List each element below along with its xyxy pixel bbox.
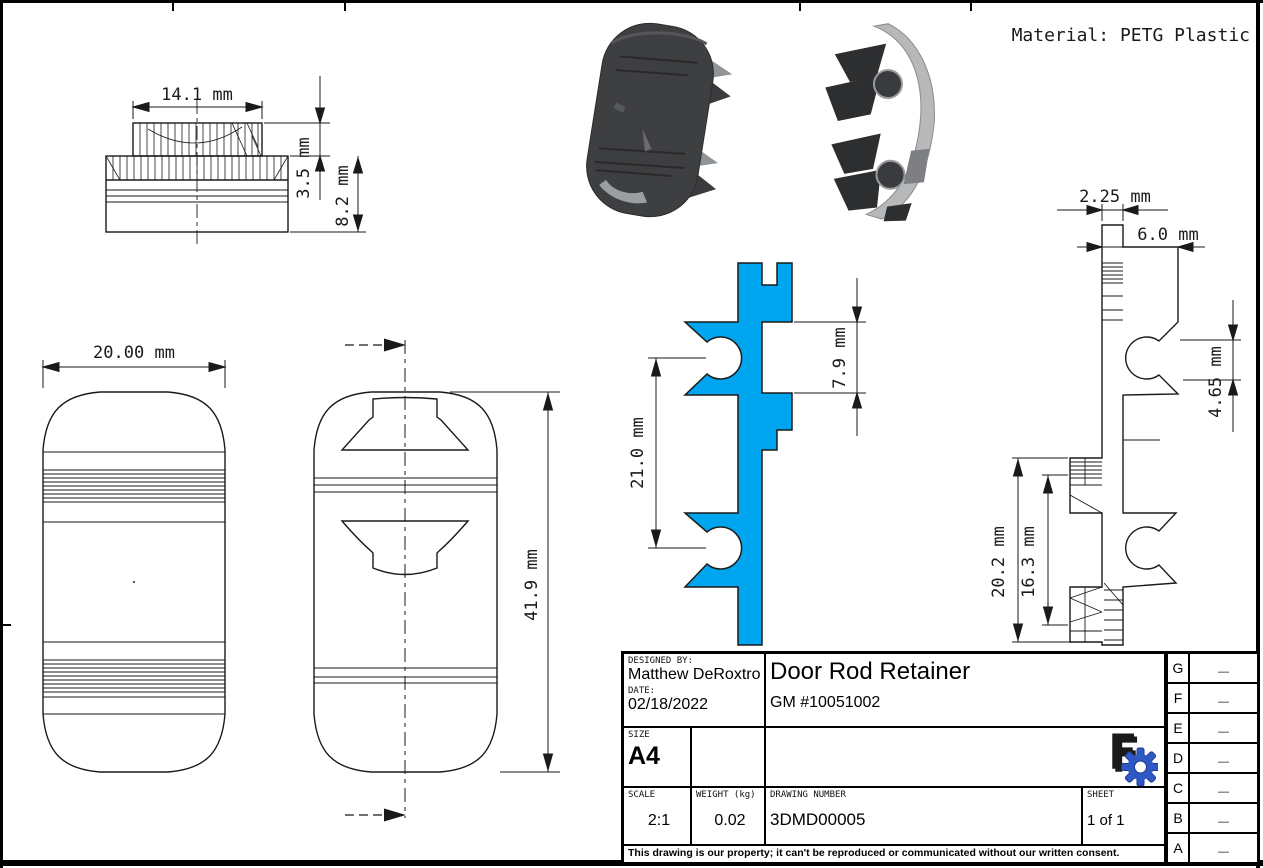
profile-depth-dim-label: 6.0 mm	[1137, 225, 1198, 245]
scale-value: 2:1	[647, 812, 671, 829]
revision-row: C —	[1167, 773, 1258, 803]
section-cut-line	[345, 338, 406, 822]
freecad-logo: F F	[1108, 730, 1158, 786]
section-pitch-dim-label: 21.0 mm	[628, 417, 648, 489]
iso-view-side	[825, 23, 935, 222]
profile-inner-dim-label: 16.3 mm	[1019, 526, 1039, 598]
scale-label: SCALE	[628, 790, 656, 800]
revision-letter: E	[1167, 713, 1189, 743]
disclaimer-cell: This drawing is our property; it can't b…	[623, 845, 1165, 863]
top-view-dimensions	[41, 360, 227, 388]
revision-value: —	[1189, 683, 1258, 713]
sheet-value: 1 of 1	[1087, 812, 1125, 829]
logo-gear-icon	[1121, 747, 1158, 786]
top-view-grooves	[43, 451, 225, 715]
revision-row: A —	[1167, 833, 1258, 863]
profile-view-hatch	[1069, 262, 1160, 642]
designed-by-cell: DESIGNED BY: Matthew DeRoxtro DATE: 02/1…	[623, 653, 765, 727]
revision-value: —	[1189, 803, 1258, 833]
profile-view-dimensions	[1012, 204, 1241, 643]
date-label: DATE:	[628, 686, 656, 696]
revision-letter: D	[1167, 743, 1189, 773]
side-view-mid-keyway	[340, 520, 470, 576]
drawing-subtitle: GM #10051002	[770, 694, 881, 711]
front-boss-dim-label: 3.5 mm	[294, 137, 314, 198]
top-view	[42, 391, 226, 773]
drawing-number-cell: DRAWING NUMBER 3DMD00005	[765, 787, 1082, 845]
revision-row: B —	[1167, 803, 1258, 833]
iso-view-front	[586, 22, 733, 218]
sheet-label: SHEET	[1087, 790, 1115, 800]
weight-cell: WEIGHT (kg) 0.02	[691, 787, 765, 845]
revision-value: —	[1189, 773, 1258, 803]
weight-label: WEIGHT (kg)	[696, 790, 756, 800]
front-view	[105, 100, 289, 246]
front-view-base-hatch	[105, 155, 289, 181]
section-gap-dim-label: 7.9 mm	[830, 327, 850, 388]
revision-table: G — F — E — D — C — B — A —	[1165, 651, 1260, 865]
revision-row: G —	[1167, 653, 1258, 683]
weight-value: 0.02	[714, 812, 746, 829]
drawing-title: Door Rod Retainer	[770, 658, 971, 685]
size-label: SIZE	[628, 730, 650, 740]
revision-letter: F	[1167, 683, 1189, 713]
front-base-dim-label: 8.2 mm	[333, 165, 353, 226]
sheet-cell: SHEET 1 of 1	[1082, 787, 1165, 845]
revision-row: F —	[1167, 683, 1258, 713]
disclaimer-text: This drawing is our property; it can't b…	[628, 847, 1120, 859]
drawing-number-value: 3DMD00005	[770, 810, 866, 829]
side-view	[313, 338, 498, 822]
revision-letter: G	[1167, 653, 1189, 683]
size-cell: SIZE A4	[623, 727, 691, 787]
designed-by-label: DESIGNED BY:	[628, 656, 694, 666]
revision-value: —	[1189, 653, 1258, 683]
revision-letter: A	[1167, 833, 1189, 863]
drawing-number-label: DRAWING NUMBER	[770, 790, 846, 800]
revision-row: E —	[1167, 713, 1258, 743]
logo-cell: F F	[765, 727, 1165, 787]
title-block: DESIGNED BY: Matthew DeRoxtro DATE: 02/1…	[621, 651, 1167, 865]
title-cell: Door Rod Retainer GM #10051002	[765, 653, 1165, 727]
top-width-dim-label: 20.00 mm	[93, 343, 175, 363]
date-value: 02/18/2022	[628, 696, 709, 713]
profile-web-dim-label: 2.25 mm	[1079, 187, 1151, 207]
size-value: A4	[628, 742, 660, 770]
scale-cell: SCALE 2:1	[623, 787, 691, 845]
designed-by-value: Matthew DeRoxtro	[628, 666, 761, 683]
empty-cell	[691, 727, 765, 787]
side-height-dim-label: 41.9 mm	[522, 549, 542, 621]
revision-value: —	[1189, 713, 1258, 743]
material-note: Material: PETG Plastic	[1012, 25, 1250, 46]
side-view-top-keyway	[340, 396, 470, 451]
section-view-dimensions	[648, 278, 866, 549]
section-view-profile	[682, 262, 793, 646]
front-view-boss-hatch	[139, 122, 262, 157]
front-view-dimensions	[131, 76, 366, 233]
profile-outer-dim-label: 20.2 mm	[989, 526, 1009, 598]
front-width-dim-label: 14.1 mm	[161, 85, 233, 105]
side-view-dimensions	[450, 391, 560, 773]
profile-mouth-dim-label: 4.65 mm	[1206, 346, 1226, 418]
profile-view	[1069, 224, 1180, 646]
revision-value: —	[1189, 833, 1258, 863]
revision-letter: C	[1167, 773, 1189, 803]
revision-letter: B	[1167, 803, 1189, 833]
revision-row: D —	[1167, 743, 1258, 773]
revision-value: —	[1189, 743, 1258, 773]
